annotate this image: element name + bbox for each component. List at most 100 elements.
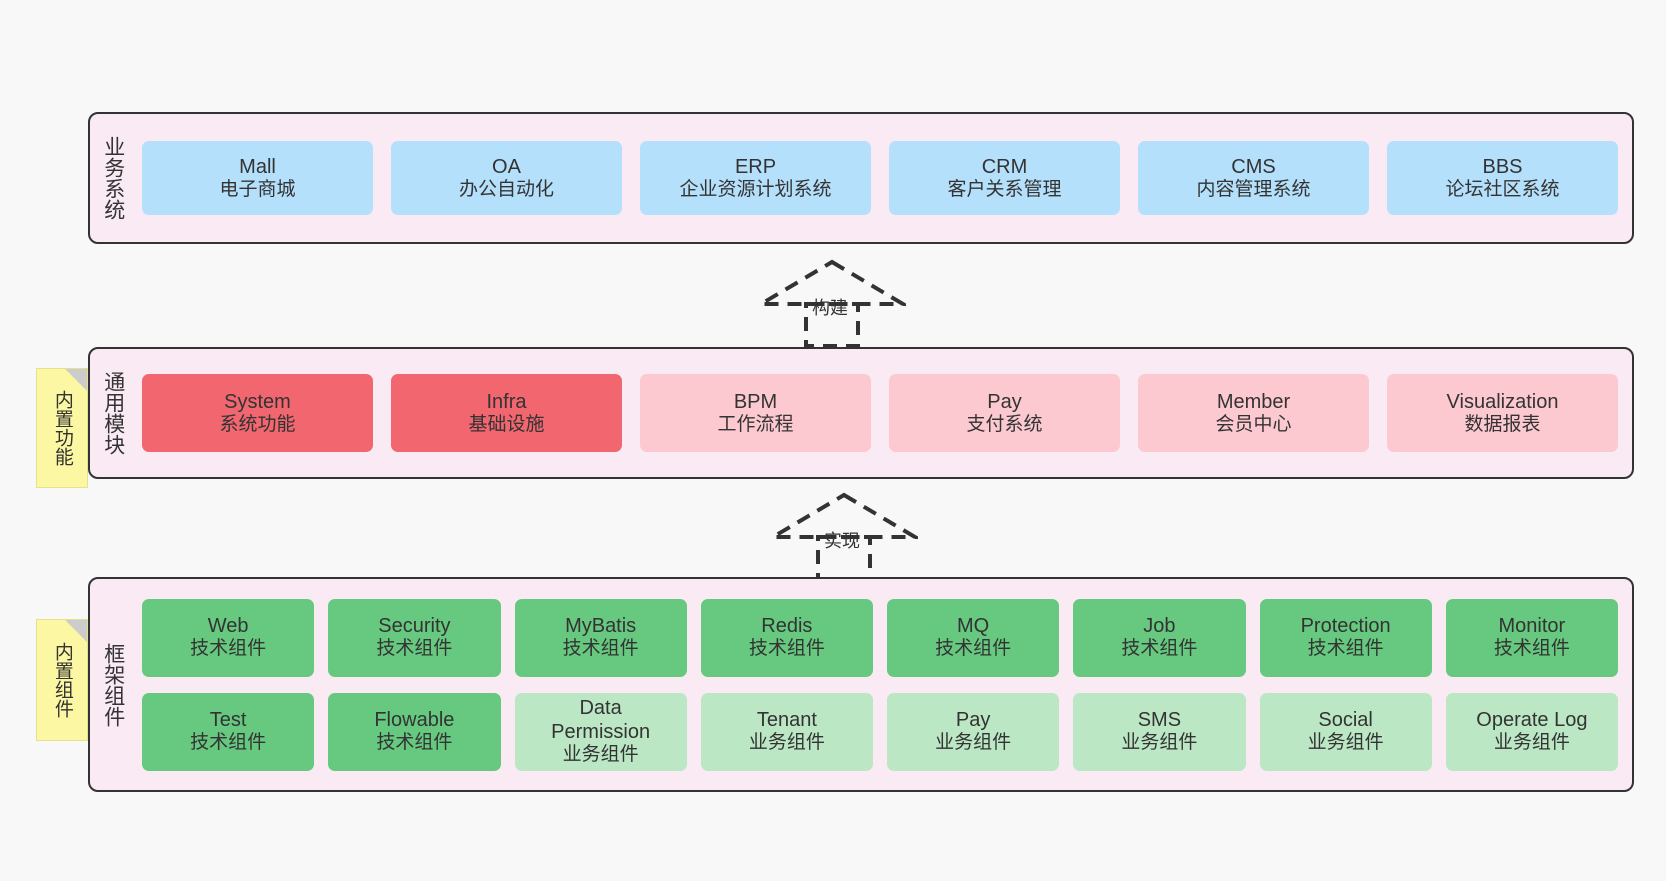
card-title: Security: [378, 615, 451, 638]
card-title: CMS: [1231, 155, 1276, 178]
card-title: Flowable: [374, 709, 455, 732]
card-subtitle: 会员中心: [1215, 413, 1292, 435]
relation-label-build: 构建: [812, 298, 848, 318]
card-mq[interactable]: MQ 技术组件: [887, 598, 1060, 677]
card-subtitle: 业务组件: [748, 732, 825, 754]
card-social[interactable]: Social 业务组件: [1259, 692, 1432, 771]
card-title: Pay: [955, 709, 991, 732]
sticky-note-label: 内置组件: [51, 642, 73, 718]
sticky-note-builtin-components: 内置组件: [36, 619, 88, 741]
card-pay-business[interactable]: Pay 业务组件: [887, 692, 1060, 771]
card-security[interactable]: Security 技术组件: [328, 598, 501, 677]
card-title: Pay: [987, 390, 1022, 413]
layer-title-common: 通用模块: [101, 371, 125, 455]
card-subtitle: 技术组件: [190, 732, 267, 754]
layer-business-systems: 业务系统 Mall 电子商城 OA 办公自动化 ERP 企业资源计划系统 CRM…: [88, 112, 1634, 244]
card-title: Member: [1216, 390, 1291, 413]
layer-framework-components: 框架组件 Web 技术组件 Security 技术组件 MyBatis 技术组件…: [88, 577, 1634, 792]
card-subtitle: 技术组件: [190, 638, 267, 660]
card-subtitle: 客户关系管理: [947, 178, 1062, 200]
card-subtitle: 技术组件: [748, 638, 825, 660]
layer-body-business: Mall 电子商城 OA 办公自动化 ERP 企业资源计划系统 CRM 客户关系…: [136, 114, 1632, 242]
card-protection[interactable]: Protection 技术组件: [1259, 598, 1432, 677]
card-title: BBS: [1482, 155, 1523, 178]
card-title: Tenant: [756, 709, 817, 732]
card-oa[interactable]: OA 办公自动化: [391, 141, 622, 215]
card-member[interactable]: Member 会员中心: [1138, 374, 1369, 452]
card-title: MQ: [957, 615, 990, 638]
card-title: Test: [209, 709, 247, 732]
card-subtitle: 技术组件: [1493, 638, 1570, 660]
page-fold-icon: [65, 620, 87, 642]
layer-title-business: 业务系统: [101, 136, 125, 220]
card-crm[interactable]: CRM 客户关系管理: [889, 141, 1120, 215]
card-bbs[interactable]: BBS 论坛社区系统: [1387, 141, 1618, 215]
card-subtitle: 业务组件: [562, 744, 639, 766]
card-title: Job: [1143, 615, 1176, 638]
card-subtitle: 技术组件: [935, 638, 1012, 660]
card-row: Test 技术组件 Flowable 技术组件 Data Permission …: [142, 692, 1618, 771]
card-title: Protection: [1300, 615, 1391, 638]
card-title: Data Permission: [551, 697, 651, 744]
card-subtitle: 数据报表: [1464, 413, 1541, 435]
card-title: System: [224, 390, 291, 413]
card-subtitle: 技术组件: [1121, 638, 1198, 660]
card-title: ERP: [734, 155, 777, 178]
layer-body-framework: Web 技术组件 Security 技术组件 MyBatis 技术组件 Redi…: [136, 579, 1632, 790]
card-cms[interactable]: CMS 内容管理系统: [1138, 141, 1369, 215]
sticky-note-builtin-features: 内置功能: [36, 368, 88, 488]
card-visualization[interactable]: Visualization 数据报表: [1387, 374, 1618, 452]
card-title: OA: [492, 155, 521, 178]
card-title: Mall: [239, 155, 276, 178]
card-subtitle: 支付系统: [966, 413, 1043, 435]
card-subtitle: 业务组件: [1121, 732, 1198, 754]
card-bpm[interactable]: BPM 工作流程: [640, 374, 871, 452]
card-title: CRM: [981, 155, 1028, 178]
card-subtitle: 技术组件: [562, 638, 639, 660]
card-job[interactable]: Job 技术组件: [1073, 598, 1246, 677]
card-subtitle: 业务组件: [1307, 732, 1384, 754]
card-title: Infra: [486, 390, 527, 413]
card-flowable[interactable]: Flowable 技术组件: [328, 692, 501, 771]
card-row: Mall 电子商城 OA 办公自动化 ERP 企业资源计划系统 CRM 客户关系…: [142, 141, 1618, 215]
card-subtitle: 业务组件: [935, 732, 1012, 754]
card-title: Operate Log: [1476, 709, 1588, 732]
card-row: System 系统功能 Infra 基础设施 BPM 工作流程 Pay 支付系统…: [142, 374, 1618, 452]
layer-body-common: System 系统功能 Infra 基础设施 BPM 工作流程 Pay 支付系统…: [136, 349, 1632, 477]
card-title: Visualization: [1446, 390, 1559, 413]
card-mybatis[interactable]: MyBatis 技术组件: [514, 598, 687, 677]
card-title: Social: [1318, 709, 1373, 732]
layer-common-modules: 通用模块 System 系统功能 Infra 基础设施 BPM 工作流程 Pay…: [88, 347, 1634, 479]
card-operate-log[interactable]: Operate Log 业务组件: [1445, 692, 1618, 771]
card-subtitle: 企业资源计划系统: [679, 178, 832, 200]
card-subtitle: 工作流程: [717, 413, 794, 435]
dashed-generalization-arrow-icon: [753, 259, 911, 348]
card-pay[interactable]: Pay 支付系统: [889, 374, 1120, 452]
card-monitor[interactable]: Monitor 技术组件: [1445, 598, 1618, 677]
card-subtitle: 业务组件: [1493, 732, 1570, 754]
relation-label-implement: 实现: [824, 531, 860, 551]
card-tenant[interactable]: Tenant 业务组件: [700, 692, 873, 771]
card-redis[interactable]: Redis 技术组件: [700, 598, 873, 677]
card-test[interactable]: Test 技术组件: [142, 692, 315, 771]
card-subtitle: 论坛社区系统: [1445, 178, 1560, 200]
card-infra[interactable]: Infra 基础设施: [391, 374, 622, 452]
card-subtitle: 基础设施: [468, 413, 545, 435]
card-system[interactable]: System 系统功能: [142, 374, 373, 452]
card-title: Redis: [761, 615, 813, 638]
card-subtitle: 电子商城: [219, 178, 296, 200]
card-subtitle: 技术组件: [1307, 638, 1384, 660]
page-fold-icon: [65, 369, 87, 391]
card-sms[interactable]: SMS 业务组件: [1073, 692, 1246, 771]
card-title: BPM: [733, 390, 778, 413]
card-erp[interactable]: ERP 企业资源计划系统: [640, 141, 871, 215]
relation-arrow-build: 构建: [753, 258, 911, 348]
layer-title-framework: 框架组件: [101, 642, 125, 727]
card-mall[interactable]: Mall 电子商城: [142, 141, 373, 215]
card-row: Web 技术组件 Security 技术组件 MyBatis 技术组件 Redi…: [142, 598, 1618, 677]
card-subtitle: 办公自动化: [458, 178, 554, 200]
sticky-note-label: 内置功能: [51, 390, 73, 466]
card-web[interactable]: Web 技术组件: [142, 598, 315, 677]
card-data-permission[interactable]: Data Permission 业务组件: [514, 692, 687, 771]
